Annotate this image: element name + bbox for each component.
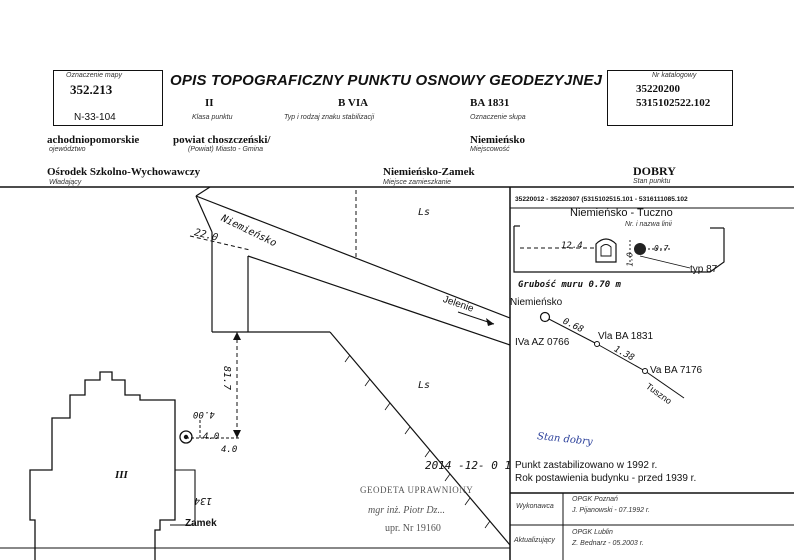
voivodeship-label: ojewództwo xyxy=(49,146,86,153)
map-number-box xyxy=(53,70,163,126)
voivodeship: achodniopomorskie xyxy=(47,134,140,146)
node-niemiensko: Niemieńsko xyxy=(510,297,563,308)
dim-07: 0.7 xyxy=(654,244,669,253)
zamek-label: Zamek xyxy=(185,518,217,529)
map-number: 352.213 xyxy=(70,82,113,97)
catalog-number-2: 5315102522.102 xyxy=(636,97,711,109)
catalog-number-1: 35220200 xyxy=(636,83,680,95)
building-year-note: Rok postawienia budynku - przed 1939 r. xyxy=(515,473,697,484)
district: powiat choszczeński/ xyxy=(173,134,271,146)
mark-type-label: Typ i rodzaj znaku stabilizacji xyxy=(284,114,375,121)
line-name: Niemieńsko - Tuczno xyxy=(570,207,673,219)
residence: Niemieńsko-Zamek xyxy=(383,166,475,178)
executor-line-1: OPGK Poznań xyxy=(572,496,618,503)
distance-817: 81.7 xyxy=(221,366,232,391)
stabilization-note: Punkt zastabilizowano w 1992 r. xyxy=(515,460,658,471)
node-vla: Vla BA 1831 xyxy=(598,331,654,342)
surveyor-stamp-line-3: upr. Nr 19160 xyxy=(385,523,441,534)
date-stamp: 2014 -12- 0 1 xyxy=(425,459,512,472)
distance-400: 4.00 xyxy=(193,409,215,419)
distance-40b: 4.0 xyxy=(221,445,238,455)
node-iva: IVa AZ 0766 xyxy=(515,337,570,348)
point-state-label: Stan punktu xyxy=(633,178,671,185)
locality: Niemieńsko xyxy=(470,134,525,146)
owner-label: Władający xyxy=(49,179,82,186)
owner: Ośrodek Szkolno-Wychowawczy xyxy=(47,166,201,178)
pillar-number: BA 1831 xyxy=(470,97,510,109)
dim-124: 12.4 xyxy=(561,241,583,251)
sheet-number: N-33-104 xyxy=(74,112,116,123)
executor-line-2: J. Pijanowski - 07.1992 r. xyxy=(572,507,650,514)
type-87: typ 87 xyxy=(690,264,718,275)
catalog-label: Nr katalogowy xyxy=(652,72,697,79)
district-label: (Powiat) Miasto - Gmina xyxy=(188,146,264,153)
dim-10: 1.0 xyxy=(625,252,635,267)
residence-label: Miejsce zamieszkanie xyxy=(383,179,452,186)
pillar-label: Oznaczenie słupa xyxy=(470,114,526,121)
distance-40a: 4.0 xyxy=(203,432,220,442)
map-number-label: Oznaczenie mapy xyxy=(66,72,123,79)
mark-type: B VIA xyxy=(338,97,369,109)
line-name-label: Nr. i nazwa linii xyxy=(625,221,672,228)
point-state: DOBRY xyxy=(633,164,676,178)
wall-thickness: Grubość muru 0.70 m xyxy=(518,280,621,290)
surveyor-stamp-line-2: mgr inż. Piotr Dz... xyxy=(368,505,445,516)
catalog-box xyxy=(607,70,733,126)
locality-label: Miejscowość xyxy=(470,146,510,153)
node-va: Va BA 7176 xyxy=(650,365,703,376)
building-label-134: 134 xyxy=(194,495,213,506)
updater-line-1: OPGK Lublin xyxy=(572,529,613,536)
surveyor-stamp-line-1: GEODETA UPRAWNIONY xyxy=(360,485,474,495)
forest-label-2: Ls xyxy=(418,380,431,391)
building-number: III xyxy=(115,469,128,481)
forest-label-1: Ls xyxy=(418,207,431,218)
line-point-ids: 35220012 - 35220307 (5315102515.101 - 53… xyxy=(515,196,688,203)
point-class-label: Klasa punktu xyxy=(192,114,233,121)
executor-label: Wykonawca xyxy=(516,503,554,510)
updater-line-2: Z. Bednarz - 05.2003 r. xyxy=(572,540,644,547)
updater-label: Aktualizujący xyxy=(514,537,555,544)
point-class: II xyxy=(205,97,214,109)
page-title: OPIS TOPOGRAFICZNY PUNKTU OSNOWY GEODEZY… xyxy=(170,72,603,89)
